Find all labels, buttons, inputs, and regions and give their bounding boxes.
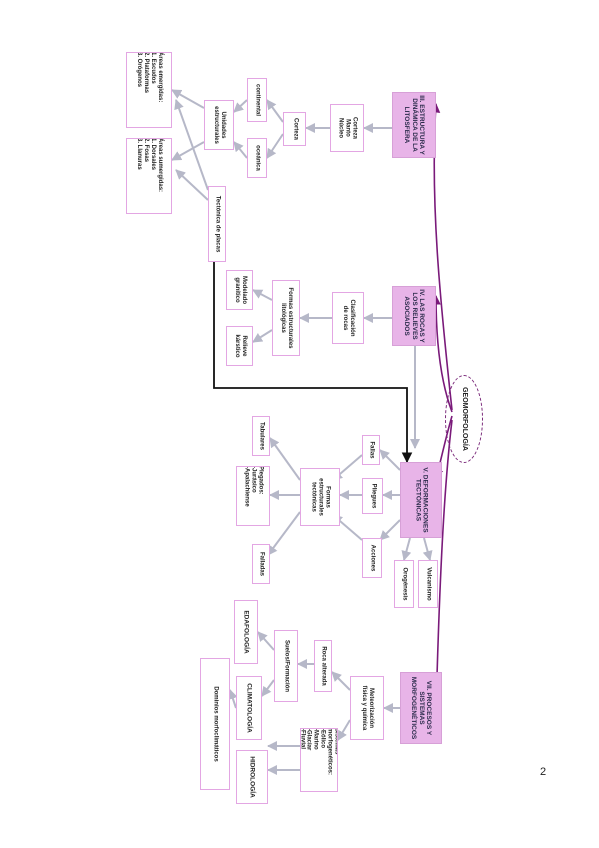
tectonica-placas-box: Tectónica de placas: [208, 186, 226, 262]
roca-alterada-box: Roca alterada: [314, 640, 332, 692]
corteza-box: Corteza: [283, 112, 306, 146]
modelado-granitico-box: Modelado granítico: [226, 270, 253, 310]
suelos-formacion-box: Suelos/Formación: [274, 630, 298, 702]
formas-estructurales-litologicas-box: Formas estructurales litológicas: [272, 280, 300, 356]
corteza-manto-nucleo-box: Corteza Manto Núcleo: [330, 104, 364, 152]
section-vii-box: VII. PROCESOS Y SISTEMAS MORFOGENÉTICOS: [400, 672, 442, 744]
section-v-box: V. DEFORMACIONES TECTÓNICAS: [400, 462, 442, 538]
hidrologia-box: HIDROLOGÍA: [236, 750, 268, 804]
page-number: 2: [540, 766, 547, 778]
plegados-box: Plegados: -Jurásico -Apalachiense: [236, 466, 270, 526]
falladas-box: Falladas: [252, 544, 270, 584]
orogenesis-box: Orogénesis: [394, 560, 414, 608]
edafologia-box: EDAFOLOGÍA: [234, 600, 258, 664]
acciones-box: Acciones: [362, 538, 382, 578]
relieve-karstico-box: Relieve kárstico: [226, 326, 253, 366]
areas-emergidas-box: Áreas emergidas: 1. Escudos 2. Plataform…: [126, 52, 172, 128]
climatologia-box: CLIMATOLOGÍA: [236, 676, 262, 740]
continental-box: continental: [247, 78, 267, 122]
geomorfologia-oval: GEOMORFOLOGÍA: [445, 375, 483, 463]
section-vii-title: VII. PROCESOS Y SISTEMAS MORFOGENÉTICOS: [410, 676, 433, 740]
section-iv-box: IV. LAS ROCAS Y LOS RELIEVES ASOCIADOS: [392, 286, 436, 346]
pliegues-box: Pliegues: [362, 478, 383, 514]
unidades-estructurales-box: Unidades estructurales: [204, 100, 234, 150]
section-iii-box: III. ESTRUCTURA Y DINÁMICA DE LA LITOSFE…: [392, 92, 436, 158]
fallas-box: Fallas: [362, 435, 380, 465]
clasificacion-rocas-box: Clasificación de rocas: [332, 292, 364, 344]
formas-estructurales-tectonicas-box: Formas estructurales tectónicas: [300, 468, 340, 526]
sistemas-morfogeneticos-box: Sistemas morfogenéticos: -Eólico -Marino…: [300, 728, 338, 792]
oceanica-box: oceánica: [247, 138, 267, 178]
geomorfologia-label: GEOMORFOLOGÍA: [461, 387, 469, 451]
dominios-morfoclimaticos-box: Dominios morfoclimáticos: [200, 658, 230, 790]
meteorizacion-box: Meteorización física y química: [350, 676, 384, 740]
tabulares-box: Tabulares: [252, 416, 270, 456]
section-iii-title: III. ESTRUCTURA Y DINÁMICA DE LA LITOSFE…: [403, 95, 426, 155]
section-v-title: V. DEFORMACIONES TECTÓNICAS: [414, 467, 429, 533]
areas-sumergidas-box: Áreas sumergidas: 1. Dorsales 2. Fosas 3…: [126, 138, 172, 214]
section-iv-title: IV. LAS ROCAS Y LOS RELIEVES ASOCIADOS: [403, 289, 426, 343]
vulcanismo-box: Vulcanismo: [418, 560, 438, 608]
